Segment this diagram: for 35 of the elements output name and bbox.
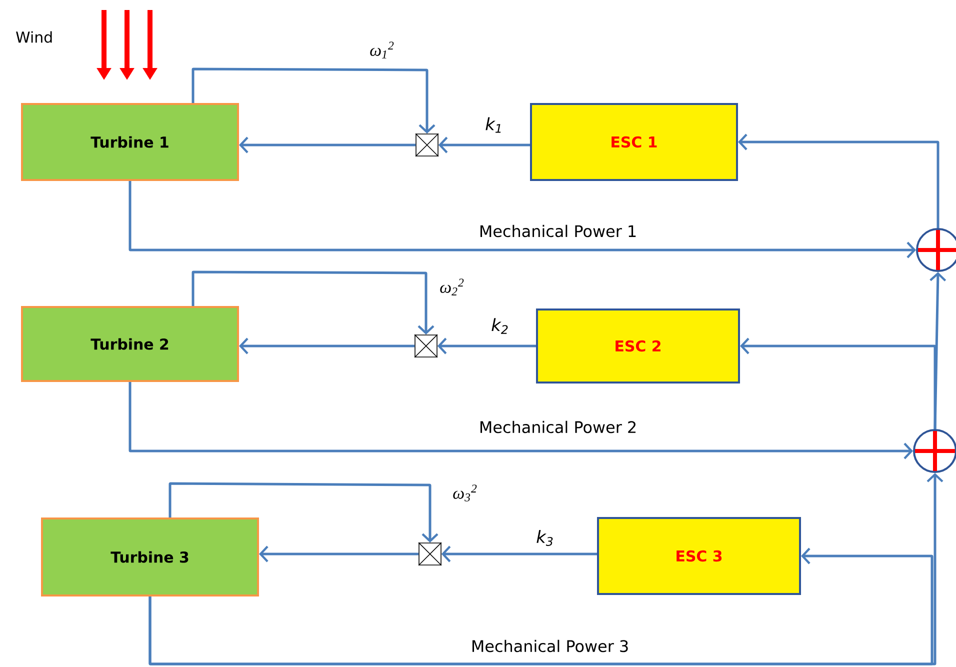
edge-label: Mechanical Power 3	[472, 640, 628, 652]
arrow	[192, 270, 434, 335]
turbine-box: Turbine 3	[41, 518, 259, 596]
edge-label: ω$_{3}$2	[453, 484, 477, 502]
arrow	[128, 382, 913, 460]
edge-label: k$_{2}$	[492, 318, 508, 334]
arrow	[259, 546, 419, 562]
arrow	[192, 68, 436, 134]
arrow	[437, 338, 536, 354]
wind-label: Wind	[16, 31, 52, 43]
multiplier-symbol	[414, 334, 438, 358]
arrow	[438, 136, 530, 154]
arrow	[148, 548, 934, 666]
arrow	[239, 136, 416, 154]
arrow	[168, 482, 438, 543]
controller-box: ESC 1	[530, 103, 738, 181]
edge-label: k$_{3}$	[536, 530, 553, 546]
turbine-box: Turbine 2	[21, 306, 239, 382]
arrow	[740, 338, 936, 429]
summing-junction	[913, 429, 956, 473]
edge-label: Mechanical Power 2	[480, 420, 636, 434]
edge-label: ω$_{2}$2	[440, 278, 464, 296]
turbine-box: Turbine 1	[21, 103, 239, 181]
arrow	[441, 546, 597, 562]
arrow	[128, 181, 916, 258]
edge-label: ω$_{1}$2	[370, 42, 394, 58]
controller-box: ESC 3	[597, 517, 801, 595]
edge-label: k$_{1}$	[486, 117, 501, 133]
edge-label: Mechanical Power 1	[480, 224, 636, 238]
arrow	[738, 134, 940, 228]
multiplier-symbol	[415, 133, 439, 157]
arrow	[239, 338, 415, 354]
controller-box: ESC 2	[536, 308, 740, 384]
multiplier-symbol	[418, 542, 442, 566]
summing-junction	[916, 228, 956, 272]
